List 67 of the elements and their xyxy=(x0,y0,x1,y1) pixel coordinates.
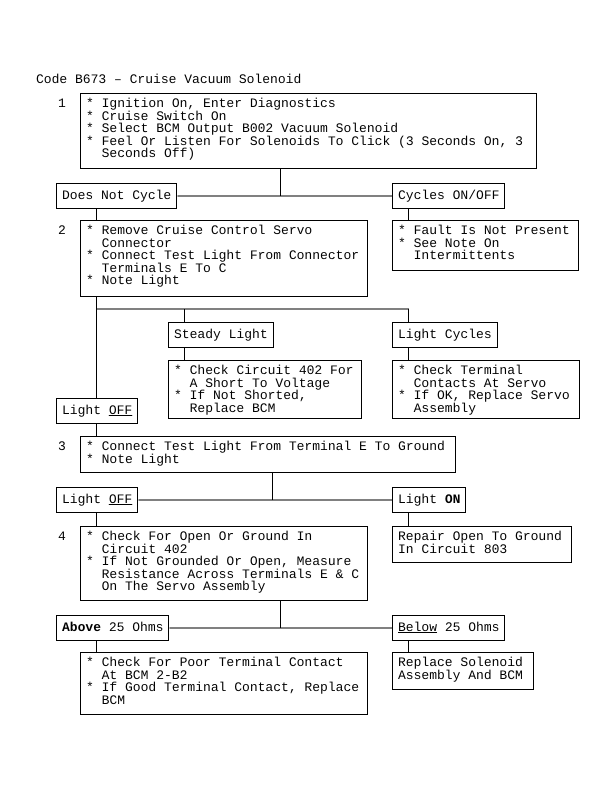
diagram-title: Code B673 – Cruise Vacuum Solenoid xyxy=(36,73,302,87)
outcome-box xyxy=(56,487,138,513)
process-box xyxy=(392,360,580,420)
outcome-label: Cycles ON/OFF xyxy=(398,190,500,203)
process-box xyxy=(80,220,368,297)
instruction-text: * Check Circuit 402 For A Short To Voltage xyxy=(174,365,354,390)
connector-line xyxy=(408,208,409,220)
instruction-text: * Cruise Switch On xyxy=(86,110,226,124)
connector-line xyxy=(272,472,393,500)
outcome-label: Does Not Cycle xyxy=(62,190,172,203)
process-box xyxy=(80,436,456,473)
instruction-text: * Connect Test Light From Terminal E To Ground xyxy=(86,441,446,454)
result-box xyxy=(392,526,572,563)
outcome-label: Steady Light xyxy=(174,329,268,342)
instruction-text: * See Note On Intermittents xyxy=(398,238,516,263)
instruction-text: * Ignition On, Enter Diagnostics xyxy=(86,98,337,111)
outcome-label: Light Cycles xyxy=(398,329,492,342)
instruction-text: * Check Terminal Contacts At Servo xyxy=(398,365,546,390)
instruction-text: * Check For Poor Terminal Contact At BCM 2-B2 xyxy=(86,657,344,682)
instruction-text: * Remove Cruise Control Servo Connector xyxy=(86,225,312,250)
outcome-label: Light OFF xyxy=(62,405,132,418)
outcome-box xyxy=(392,487,466,513)
instruction-text: * If Good Terminal Contact, Replace BCM xyxy=(86,682,360,708)
process-box xyxy=(80,526,368,601)
outcome-box xyxy=(392,615,506,641)
instruction-text: * Fault Is Not Present xyxy=(398,225,571,238)
connector-line xyxy=(408,512,409,526)
connector-line xyxy=(184,348,185,360)
outcome-label: Below 25 Ohms xyxy=(398,622,500,635)
instruction-text: * If Not Grounded Or Open, Measure Resistance Across Terminals E & C On The Servo Assembly xyxy=(86,556,360,594)
outcome-box xyxy=(56,615,170,641)
connector-line xyxy=(96,424,97,436)
connector-line xyxy=(280,600,393,628)
step-number: 4 xyxy=(58,531,66,544)
result-box xyxy=(392,652,534,690)
result-text: Replace Solenoid Assembly And BCM xyxy=(398,657,524,682)
connector-line xyxy=(408,348,409,360)
outcome-label: Above 25 Ohms xyxy=(62,622,164,635)
step-number: 3 xyxy=(58,441,66,454)
process-box xyxy=(80,652,368,715)
connector-line xyxy=(408,640,409,652)
instruction-text: * If Not Shorted, Replace BCM xyxy=(174,390,307,416)
instruction-text: * Connect Test Light From Connector Terminals E To C xyxy=(86,250,360,276)
instruction-text: * Check For Open Or Ground In Circuit 402 xyxy=(86,531,312,556)
instruction-text: * Select BCM Output B002 Vacuum Solenoid xyxy=(86,123,400,136)
outcome-label: Light ON xyxy=(398,494,460,507)
outcome-label: Light OFF xyxy=(62,494,132,507)
outcome-box xyxy=(392,322,498,348)
connector-line xyxy=(96,296,97,398)
connector-line xyxy=(96,208,97,220)
step-number: 2 xyxy=(58,225,66,238)
process-box xyxy=(168,360,362,420)
step-number: 1 xyxy=(58,98,66,111)
outcome-box xyxy=(392,183,506,209)
instruction-text: * Note Light xyxy=(86,275,181,288)
process-box xyxy=(80,93,537,169)
connector-line xyxy=(96,512,97,526)
connector-line xyxy=(280,168,393,196)
instruction-text: * Note Light xyxy=(86,454,181,466)
outcome-box xyxy=(56,183,178,209)
connector-line xyxy=(96,640,97,652)
outcome-box xyxy=(168,322,274,348)
instruction-text: * Feel Or Listen For Solenoids To Click (3 Seconds On, 3 Seconds Off) xyxy=(86,136,524,161)
process-box xyxy=(392,220,579,271)
result-text: Repair Open To Ground In Circuit 803 xyxy=(398,531,563,556)
outcome-box xyxy=(56,398,138,424)
instruction-text: * If OK, Replace Servo Assembly xyxy=(398,390,571,416)
